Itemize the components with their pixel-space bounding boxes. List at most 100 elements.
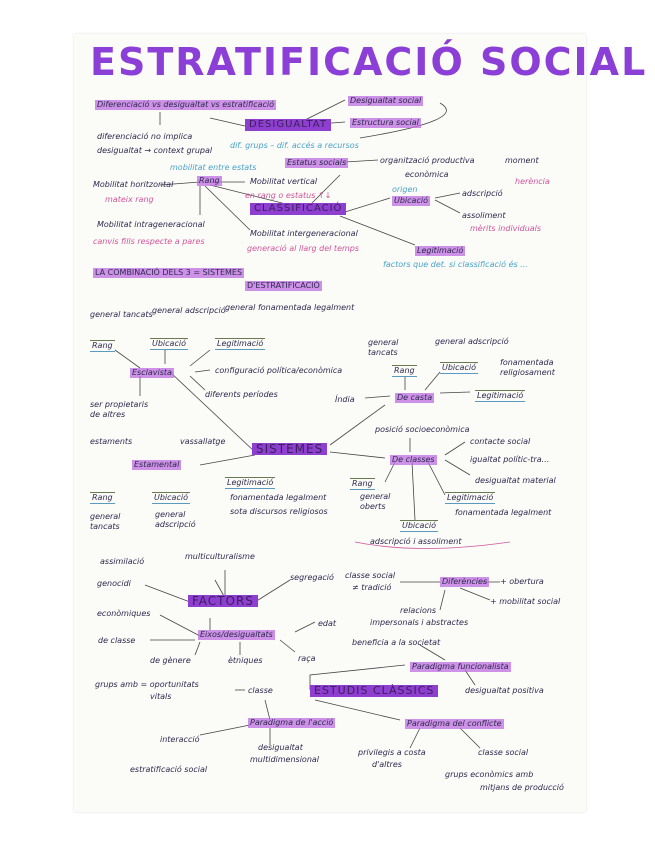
node-axes: Eixos/desigualtats (198, 630, 275, 640)
node-combination: LA COMBINACIÓ DELS 3 = SISTEMES (93, 268, 245, 278)
node-classification-heading: CLASSIFICACIÓ (250, 203, 347, 215)
node-note: canvis fills respecte a pares (93, 237, 205, 246)
node-rank: Rang (350, 478, 375, 490)
node-text: mitjans de producció (480, 783, 564, 792)
node-text: econòmiques (97, 609, 151, 618)
node-text: classe (248, 686, 273, 695)
node-social-status: Estatus socials (285, 158, 349, 168)
node-text: general fonamentada legalment (225, 303, 355, 312)
node-text: genocidi (97, 579, 131, 588)
node-text: desigualtat positiva (465, 686, 544, 695)
node-text: classe social (345, 571, 396, 580)
node-text: fonamentada religiosament (500, 358, 555, 377)
node-caste: De casta (395, 393, 435, 403)
node-text: estaments (90, 437, 133, 446)
node-text: assoliment (462, 211, 506, 220)
node-text: sota discursos religiosos (230, 507, 328, 516)
node-text: Mobilitat intrageneracional (97, 220, 205, 229)
node-rank: Rang (392, 365, 417, 377)
node-text: adscripció i assoliment (370, 537, 462, 546)
node-note: herència (515, 177, 550, 186)
node-action-paradigm: Paradigma de l'acció (248, 718, 336, 728)
node-location: Ubicació (400, 520, 438, 532)
node-text: impersonals i abstractes (370, 618, 469, 627)
node-text: segregació (290, 573, 334, 582)
node-text: general adscripció (435, 337, 509, 346)
node-text: general oberts (360, 492, 391, 511)
node-note: en rang o estatus ↑↓ (245, 191, 332, 200)
node-legitimation: Legitimació (415, 246, 466, 256)
node-text: vitals (150, 692, 172, 701)
node-location: Ubicació (440, 362, 478, 374)
node-social-inequality: Desigualtat social (348, 96, 424, 106)
node-classic-studies-heading: ESTUDIS CLÀSSICS (310, 685, 439, 697)
node-functionalist-paradigm: Paradigma funcionalista (410, 662, 511, 672)
node-text: edat (318, 619, 337, 628)
node-text: desigualtat → context grupal (97, 146, 213, 155)
node-social-structure: Estructura social (350, 118, 421, 128)
node-text: econòmica (405, 170, 449, 179)
node-text: raça (298, 654, 316, 663)
node-estate: Estamental (132, 460, 182, 470)
node-location: Ubicació (392, 196, 430, 206)
node-text: + mobilitat social (490, 597, 561, 606)
node-text: diferenciació no implica (97, 132, 193, 141)
node-text: general adscripció (152, 306, 226, 315)
node-text: configuració política/econòmica (215, 366, 343, 375)
node-text: desigualtat material (475, 476, 556, 485)
node-differentiation: Diferenciació vs desigualtat vs estratif… (95, 100, 277, 110)
node-systems-heading: SISTEMES (252, 443, 328, 455)
node-text: beneficia a la societat (352, 638, 441, 647)
node-note: mèrits individuals (470, 224, 542, 233)
node-text: privilegis a costa (358, 748, 426, 757)
arrow (304, 99, 346, 121)
node-text: classe social (478, 748, 529, 757)
node-location: Ubicació (150, 338, 188, 350)
node-text: de gènere (150, 656, 191, 665)
node-rank: Rang (90, 492, 115, 504)
arrow (209, 117, 246, 127)
node-class: De classes (390, 455, 437, 465)
node-slavery: Esclavista (130, 368, 174, 378)
node-legitimation: Legitimació (225, 477, 276, 489)
node-text: grups econòmics amb (445, 770, 534, 779)
node-text: desigualtat (258, 743, 303, 752)
node-text: organització productiva (380, 156, 475, 165)
node-text: general tancats (90, 512, 121, 531)
node-text: contacte social (470, 437, 531, 446)
node-text: vassallatge (180, 437, 226, 446)
node-text: estratificació social (130, 765, 208, 774)
arrow (359, 102, 447, 139)
node-combination-2: D'ESTRATIFICACIÓ (245, 281, 322, 291)
node-legitimation: Legitimació (475, 390, 526, 402)
node-text: posició socioeconòmica (375, 425, 470, 434)
node-text: multiculturalisme (185, 552, 255, 561)
node-note: generació al llarg del temps (247, 244, 360, 253)
node-note: dif. grups – dif. accés a recursos (230, 141, 359, 150)
node-legitimation: Legitimació (215, 338, 266, 350)
node-conflict-paradigm: Paradigma del conflicte (405, 719, 504, 729)
node-text: grups amb = oportunitats (95, 680, 199, 689)
node-text: diferents períodes (205, 390, 278, 399)
node-note: mobilitat entre estats (170, 163, 257, 172)
node-factors-heading: FACTORS (188, 595, 258, 607)
node-text: adscripció (462, 189, 503, 198)
node-inequality-heading: DESIGUALTAT (245, 119, 331, 131)
node-text: general tancats (90, 310, 153, 319)
node-text: fonamentada legalment (455, 508, 552, 517)
node-text: assimilació (100, 557, 145, 566)
node-differences: Diferències (440, 577, 490, 587)
node-text: Índia (335, 395, 355, 404)
node-note: factors que det. si classificació és ... (383, 260, 528, 269)
node-text: general adscripció (155, 510, 196, 529)
node-text: interacció (160, 735, 200, 744)
node-rank: Rang (197, 176, 222, 186)
node-text: relacions (400, 606, 437, 615)
node-text: de classe (98, 636, 136, 645)
node-text: multidimensional (250, 755, 320, 764)
page-title: ESTRATIFICACIÓ SOCIAL (90, 40, 648, 84)
node-text: Mobilitat vertical (250, 177, 318, 186)
node-note: origen (392, 185, 418, 194)
node-text: Mobilitat intergeneracional (250, 229, 358, 238)
node-text: igualtat polític-tra... (470, 455, 550, 464)
